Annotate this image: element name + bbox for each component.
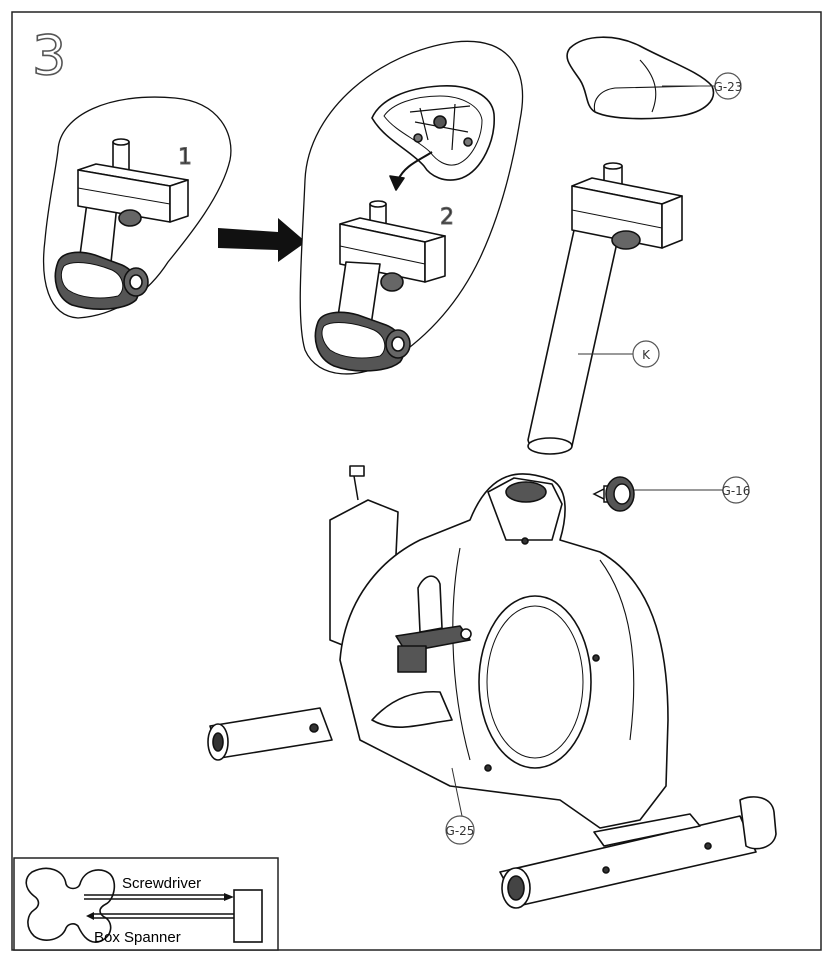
- seat-post-part: [527, 162, 683, 455]
- tools-box: Screwdriver Box Spanner: [13, 857, 279, 951]
- saddle-part: [566, 36, 715, 120]
- sub-step-2-label: 2: [440, 205, 454, 230]
- frame-leader-line: [451, 767, 463, 817]
- saddle-callout-label: G-23: [714, 80, 743, 94]
- frame-callout-label: G-25: [446, 824, 475, 838]
- seat-post-callout-circle: [632, 340, 660, 368]
- bike-frame-part: [207, 465, 777, 909]
- saddle-callout-circle: [714, 72, 742, 100]
- detail-2-saddle-attach: [299, 40, 524, 375]
- detail-1-seat-post-clamp: [42, 96, 232, 319]
- transition-arrow: [218, 218, 306, 262]
- step-number: 3: [32, 24, 66, 87]
- frame-callout-circle: [445, 815, 475, 845]
- seat-post-callout-label: K: [642, 348, 651, 362]
- sub-step-1-label: 1: [178, 145, 192, 170]
- knob-callout-label: G-16: [722, 484, 751, 498]
- box-spanner-label: Box Spanner: [94, 929, 181, 946]
- knob-callout-circle: [722, 476, 750, 504]
- spanner-icon: [25, 867, 116, 943]
- screwdriver-handle: [233, 889, 263, 943]
- screwdriver-label: Screwdriver: [122, 875, 201, 892]
- adjustment-knob-part: [592, 476, 635, 512]
- page-frame: [11, 11, 822, 951]
